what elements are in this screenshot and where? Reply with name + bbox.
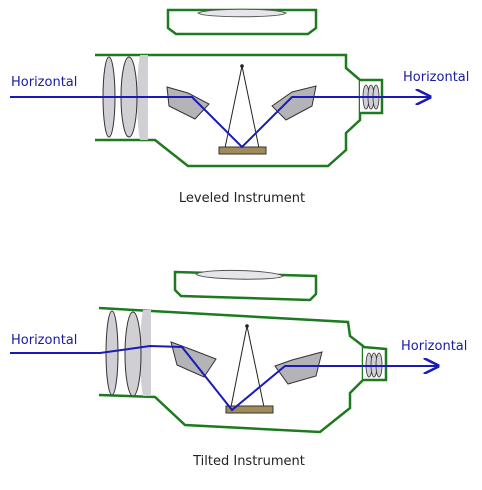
leveled-right-label: Horizontal [403, 70, 469, 85]
leveled-instrument: Horizontal Horizontal Leveled Instrument [10, 8, 469, 206]
leveled-pendulum [218, 64, 267, 155]
tilted-objective-lenses [105, 310, 151, 397]
tilted-caption: Tilted Instrument [192, 454, 305, 469]
tilted-eyepiece [362, 345, 388, 382]
leveled-instrument-body [95, 53, 362, 168]
tilted-left-label: Horizontal [11, 333, 77, 348]
leveled-left-label: Horizontal [11, 75, 77, 90]
tilted-instrument-body [98, 306, 365, 434]
tilted-left-prism [170, 341, 217, 378]
tilted-right-prism [274, 351, 323, 385]
leveled-caption: Leveled Instrument [179, 191, 305, 206]
tilted-instrument: Horizontal Horizontal Tilted Instrument [10, 269, 467, 469]
tilted-spirit-level [173, 269, 318, 302]
tilted-right-label: Horizontal [401, 339, 467, 354]
leveled-light-ray [10, 97, 430, 149]
leveled-left-prism [166, 86, 210, 120]
tilted-pendulum [225, 324, 274, 414]
tilted-light-ray [10, 344, 438, 412]
leveled-spirit-level [166, 8, 318, 36]
